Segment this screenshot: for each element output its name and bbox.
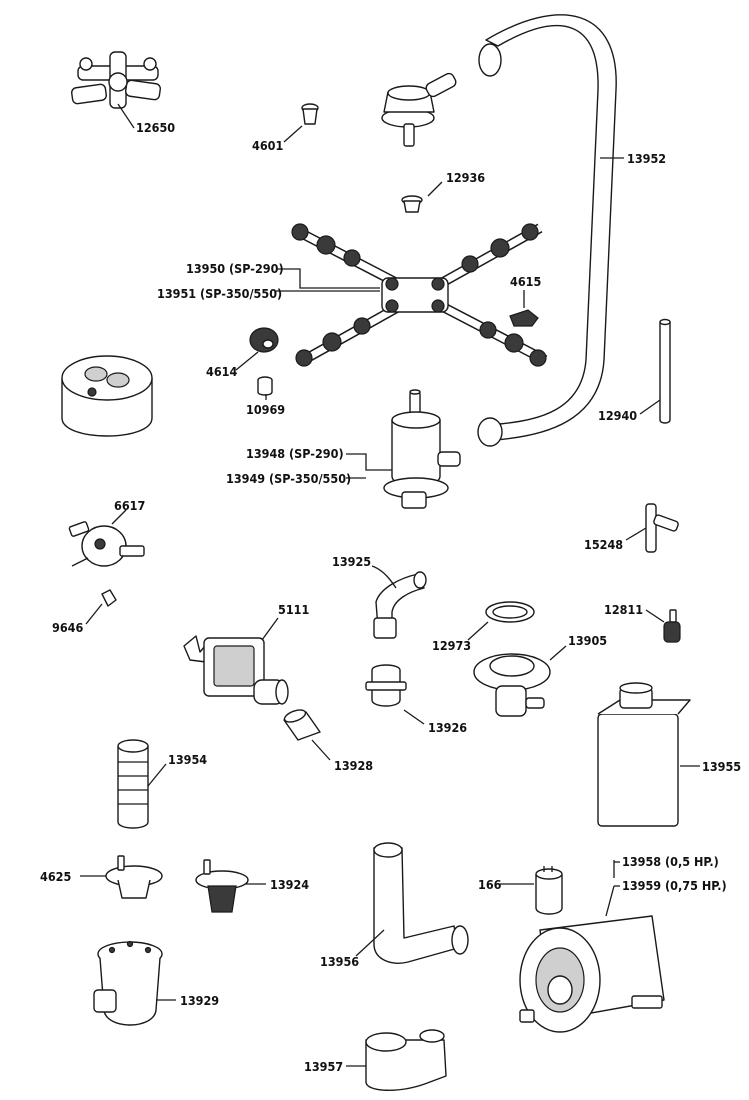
part-13924-strainer xyxy=(195,859,249,913)
part-9646-screw xyxy=(101,589,117,607)
part-12940-rod xyxy=(659,318,671,424)
label-12973: 12973 xyxy=(432,638,471,653)
label-13905: 13905 xyxy=(568,633,607,648)
part-4601-cap xyxy=(301,103,319,125)
part-13948-pump-housing xyxy=(383,389,461,509)
label-4614: 4614 xyxy=(206,364,237,379)
part-12973-ring xyxy=(485,601,535,623)
label-13956: 13956 xyxy=(320,954,359,969)
label-6617: 6617 xyxy=(114,498,145,513)
part-12811-fitting xyxy=(663,609,681,643)
label-13954: 13954 xyxy=(168,752,207,767)
label-5111: 5111 xyxy=(278,602,309,617)
part-13928-tube xyxy=(283,709,321,741)
label-13948: 13948 (SP-290) xyxy=(246,446,344,461)
label-13929: 13929 xyxy=(180,993,219,1008)
label-4601: 4601 xyxy=(252,138,283,153)
label-15248: 15248 xyxy=(584,537,623,552)
part-12936-plug xyxy=(401,195,423,213)
part-13958-pump-motor xyxy=(519,915,665,1033)
label-12936: 12936 xyxy=(446,170,485,185)
label-13958: 13958 (0,5 HP.) xyxy=(622,854,719,869)
part-13955-bottle xyxy=(597,682,691,827)
label-12940: 12940 xyxy=(598,408,637,423)
label-9646: 9646 xyxy=(52,620,83,635)
part-4615-clip xyxy=(509,309,539,327)
label-13957: 13957 xyxy=(304,1059,343,1074)
label-13924: 13924 xyxy=(270,877,309,892)
part-12650-cross-manifold xyxy=(70,51,162,109)
part-13957-elbow xyxy=(365,1029,447,1091)
label-13951: 13951 (SP-350/550) xyxy=(157,286,282,301)
part-10969-sleeve xyxy=(257,376,273,396)
part-6617-valve xyxy=(68,521,145,567)
part-13956-elbow-tube xyxy=(373,842,469,964)
part-166-capacitor xyxy=(535,866,563,915)
label-13928: 13928 xyxy=(334,758,373,773)
part-13926-connector xyxy=(365,664,407,707)
label-13926: 13926 xyxy=(428,720,467,735)
label-12650: 12650 xyxy=(136,120,175,135)
part-13954-ribbed-sleeve xyxy=(117,739,149,829)
part-13925-elbow xyxy=(373,571,427,639)
part-round-container xyxy=(61,355,153,437)
label-13959: 13959 (0,75 HP.) xyxy=(622,878,727,893)
part-4625-fitting xyxy=(105,855,163,899)
label-13955: 13955 xyxy=(702,759,741,774)
label-13950: 13950 (SP-290) xyxy=(186,261,284,276)
label-4615: 4615 xyxy=(510,274,541,289)
part-5111-motor xyxy=(183,635,289,705)
part-4614-nozzle xyxy=(249,327,279,353)
label-13952: 13952 xyxy=(627,151,666,166)
part-13905-flange xyxy=(473,653,551,717)
label-166: 166 xyxy=(478,877,502,892)
part-13950-spray-arm xyxy=(291,223,548,367)
part-labels: 12650 4601 13952 12936 13950 (SP-290) 13… xyxy=(40,120,741,1074)
label-13925: 13925 xyxy=(332,554,371,569)
label-12811: 12811 xyxy=(604,602,643,617)
part-15248-t-fitting xyxy=(645,503,679,553)
label-10969: 10969 xyxy=(246,402,285,417)
part-13929-filter-housing xyxy=(93,940,163,1026)
part-12936-valve-housing xyxy=(381,72,457,147)
part-13952-hose xyxy=(477,14,617,447)
leader-lines xyxy=(80,103,700,1067)
label-4625: 4625 xyxy=(40,869,71,884)
label-13949: 13949 (SP-350/550) xyxy=(226,471,351,486)
